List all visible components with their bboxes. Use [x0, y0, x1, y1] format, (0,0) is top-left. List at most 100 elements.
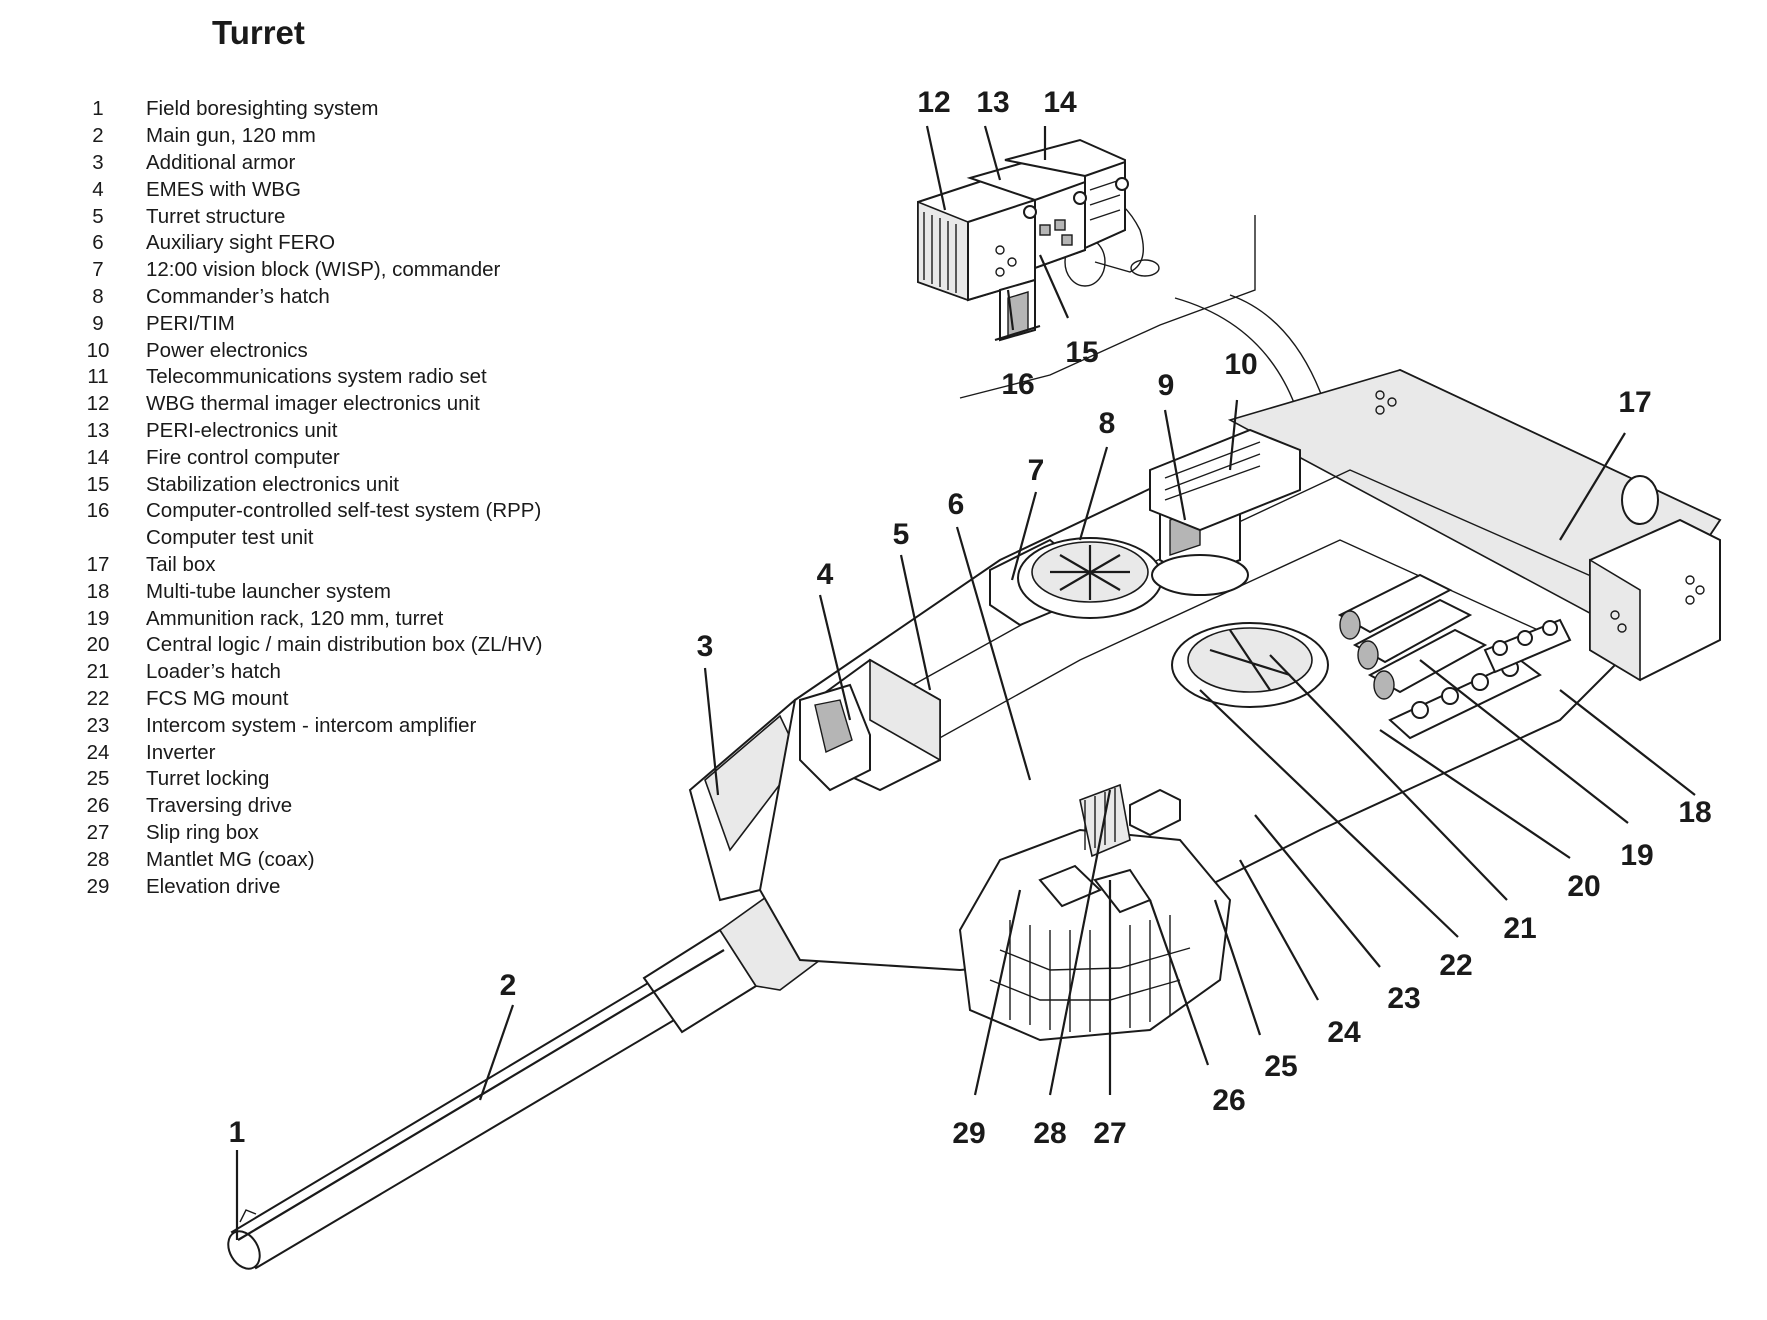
legend-number: 25 — [86, 767, 110, 791]
callout-4: 4 — [817, 558, 834, 591]
callout-5: 5 — [893, 518, 910, 551]
legend-item: 3 Additional armor — [70, 150, 543, 177]
callout-27: 27 — [1093, 1117, 1126, 1150]
page-title: Turret — [212, 14, 305, 51]
legend-label: Elevation drive — [146, 874, 281, 898]
callout-8: 8 — [1099, 407, 1116, 440]
legend-label: Telecommunications system radio set — [146, 365, 487, 389]
legend-label: EMES with WBG — [146, 177, 301, 201]
callout-16: 16 — [1001, 368, 1034, 401]
legend-item: 14 Fire control computer — [70, 444, 543, 471]
legend-number: 1 — [92, 97, 104, 121]
legend-label: Multi-tube launcher system — [146, 579, 391, 603]
callout-6: 6 — [948, 488, 965, 521]
callout-23: 23 — [1387, 982, 1420, 1015]
multi-tube-launchers — [1388, 618, 1572, 740]
legend-label: Stabilization electronics unit — [146, 472, 399, 496]
legend-label: FCS MG mount — [146, 686, 289, 710]
legend-label: Commander’s hatch — [146, 284, 330, 308]
legend-number: 21 — [86, 660, 110, 684]
legend-number: 14 — [86, 445, 110, 469]
legend-label: Computer-controlled self-test system (RP… — [146, 499, 542, 523]
callout-22: 22 — [1439, 949, 1472, 982]
legend-item: 8 Commander’s hatch — [70, 284, 543, 311]
tail-box — [1375, 390, 1721, 682]
legend-label: PERI-electronics unit — [146, 418, 338, 442]
legend-number: 6 — [92, 231, 104, 255]
callout-3: 3 — [697, 630, 714, 663]
legend-number: 22 — [86, 686, 110, 710]
legend-label: PERI/TIM — [146, 311, 235, 335]
legend-number: 16 — [86, 499, 110, 523]
callout-9: 9 — [1158, 369, 1175, 402]
legend-number: 27 — [86, 820, 110, 844]
legend-number: 12 — [86, 392, 110, 416]
legend-label: Main gun, 120 mm — [146, 124, 316, 148]
legend-label: Additional armor — [146, 150, 296, 174]
legend-label: Loader’s hatch — [146, 660, 281, 684]
callout-17: 17 — [1618, 386, 1651, 419]
legend-number: 13 — [86, 418, 110, 442]
callout-21: 21 — [1503, 912, 1536, 945]
legend-label: Mantlet MG (coax) — [146, 847, 315, 871]
legend-number: 8 — [92, 284, 104, 308]
legend-number: 19 — [86, 606, 110, 630]
callout-10: 10 — [1224, 348, 1257, 381]
callout-numbers: 1 2 3 4 5 6 7 8 9 10 12 13 14 15 16 17 1… — [229, 86, 1712, 1150]
legend-item: Computer test unit — [70, 525, 543, 552]
legend-number: 18 — [86, 579, 110, 603]
legend-label: Inverter — [146, 740, 216, 764]
legend-number: 3 — [92, 150, 104, 174]
legend-number: 28 — [86, 847, 110, 871]
legend-label: Central logic / main distribution box (Z… — [146, 633, 543, 657]
legend-number: 20 — [86, 633, 110, 657]
legend-label: Power electronics — [146, 338, 308, 362]
callout-2: 2 — [500, 969, 517, 1002]
legend-number: 15 — [86, 472, 110, 496]
legend-item: 28 Mantlet MG (coax) — [70, 846, 543, 873]
legend-label: Traversing drive — [146, 794, 293, 818]
turret-basket — [958, 783, 1232, 1042]
legend-number: 29 — [86, 874, 110, 898]
legend-item: 21 Loader’s hatch — [70, 659, 543, 686]
callout-7: 7 — [1028, 454, 1045, 487]
legend-label: Turret locking — [146, 767, 270, 791]
callout-24: 24 — [1327, 1016, 1361, 1049]
legend-label: Intercom system - intercom amplifier — [146, 713, 477, 737]
ammunition-rack — [1337, 573, 1488, 700]
legend-item: 6 Auxiliary sight FERO — [70, 230, 543, 257]
legend-item: 15 Stabilization electronics unit — [70, 471, 543, 498]
legend-number: 9 — [92, 311, 104, 335]
legend-item: 11 Telecommunications system radio set — [70, 364, 543, 391]
legend-item: 20 Central logic / main distribution box … — [70, 632, 543, 659]
callout-18: 18 — [1678, 796, 1711, 829]
callout-15: 15 — [1065, 336, 1098, 369]
electronics-units-inset — [917, 138, 1331, 520]
legend-label: Ammunition rack, 120 mm, turret — [146, 606, 444, 630]
legend-label: Turret structure — [146, 204, 286, 228]
legend-item: 9 PERI/TIM — [70, 310, 543, 337]
callout-13: 13 — [976, 86, 1009, 119]
legend-label: Auxiliary sight FERO — [146, 231, 336, 255]
legend-item: 19 Ammunition rack, 120 mm, turret — [70, 605, 543, 632]
callout-1: 1 — [229, 1116, 246, 1149]
legend-item: 29 Elevation drive — [70, 873, 543, 900]
legend-item: 13 PERI-electronics unit — [70, 418, 543, 445]
legend-label: Fire control computer — [146, 445, 340, 469]
legend-number: 17 — [86, 552, 110, 576]
legend-number: 11 — [87, 365, 109, 389]
legend-label: Computer test unit — [146, 526, 314, 550]
callout-19: 19 — [1620, 839, 1653, 872]
legend-number: 4 — [92, 177, 104, 201]
